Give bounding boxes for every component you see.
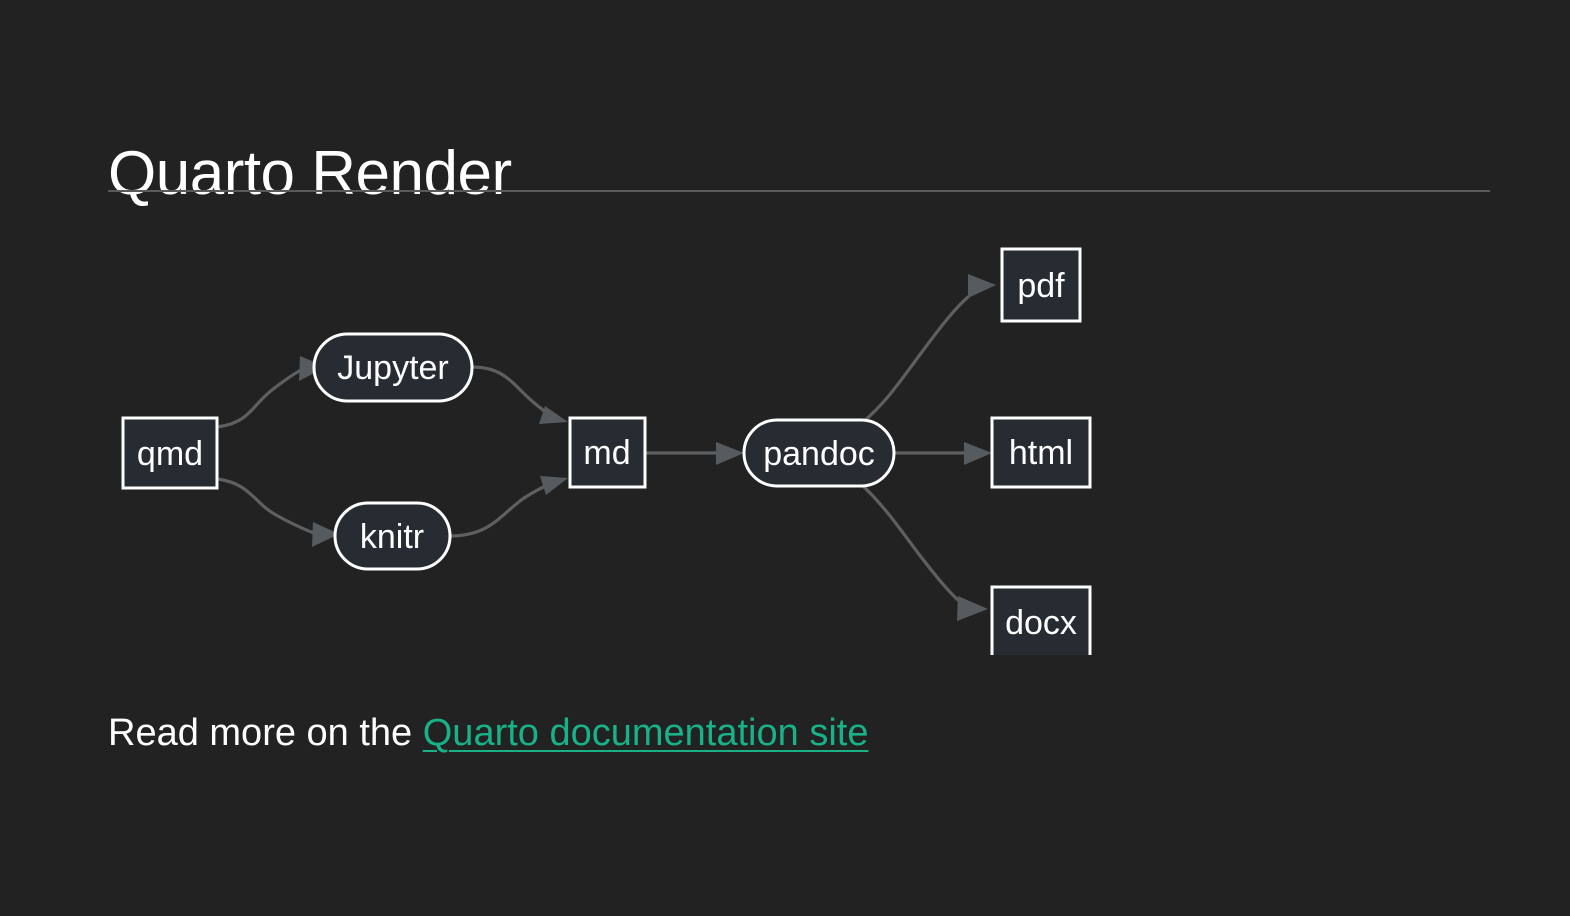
flowchart-node-docx-label: docx xyxy=(1005,604,1077,642)
flowchart-node-jupyter[interactable]: Jupyter xyxy=(312,332,474,403)
edge-pandoc-to-pdf xyxy=(860,274,996,425)
flowchart-node-knitr[interactable]: knitr xyxy=(333,501,452,571)
flowchart-node-qmd[interactable]: qmd xyxy=(121,416,219,490)
quarto-render-flowchart: qmd Jupyter knitr md pandoc pdf xyxy=(0,215,1570,655)
footer-lead-text: Read more on the xyxy=(108,712,423,754)
flowchart-node-pandoc-label: pandoc xyxy=(763,435,875,473)
flowchart-node-docx[interactable]: docx xyxy=(990,585,1092,655)
edge-pandoc-to-html xyxy=(892,442,992,465)
flowchart-node-md[interactable]: md xyxy=(568,416,647,489)
flowchart-node-qmd-label: qmd xyxy=(137,435,203,473)
edge-jupyter-to-md xyxy=(470,365,568,424)
flowchart-node-html-label: html xyxy=(1009,434,1073,472)
edge-pandoc-to-docx xyxy=(860,483,988,621)
footer-paragraph: Read more on the Quarto documentation si… xyxy=(108,710,868,758)
flowchart-node-pdf[interactable]: pdf xyxy=(1000,247,1082,323)
flowchart-svg: qmd Jupyter knitr md pandoc pdf xyxy=(121,247,1092,655)
page-title: Quarto Render xyxy=(108,138,512,208)
flowchart-node-pdf-label: pdf xyxy=(1017,267,1065,305)
edge-md-to-pandoc xyxy=(643,442,744,465)
flowchart-node-pandoc[interactable]: pandoc xyxy=(742,418,896,488)
flowchart-node-html[interactable]: html xyxy=(990,416,1092,489)
edge-qmd-to-jupyter xyxy=(215,356,326,429)
flowchart-node-jupyter-label: Jupyter xyxy=(337,349,449,387)
title-divider xyxy=(108,190,1490,192)
edge-qmd-to-knitr xyxy=(215,477,339,547)
quarto-documentation-link[interactable]: Quarto documentation site xyxy=(422,712,869,754)
flowchart-node-knitr-label: knitr xyxy=(360,518,424,556)
flowchart-node-md-label: md xyxy=(583,434,630,472)
edge-knitr-to-md xyxy=(448,476,568,538)
